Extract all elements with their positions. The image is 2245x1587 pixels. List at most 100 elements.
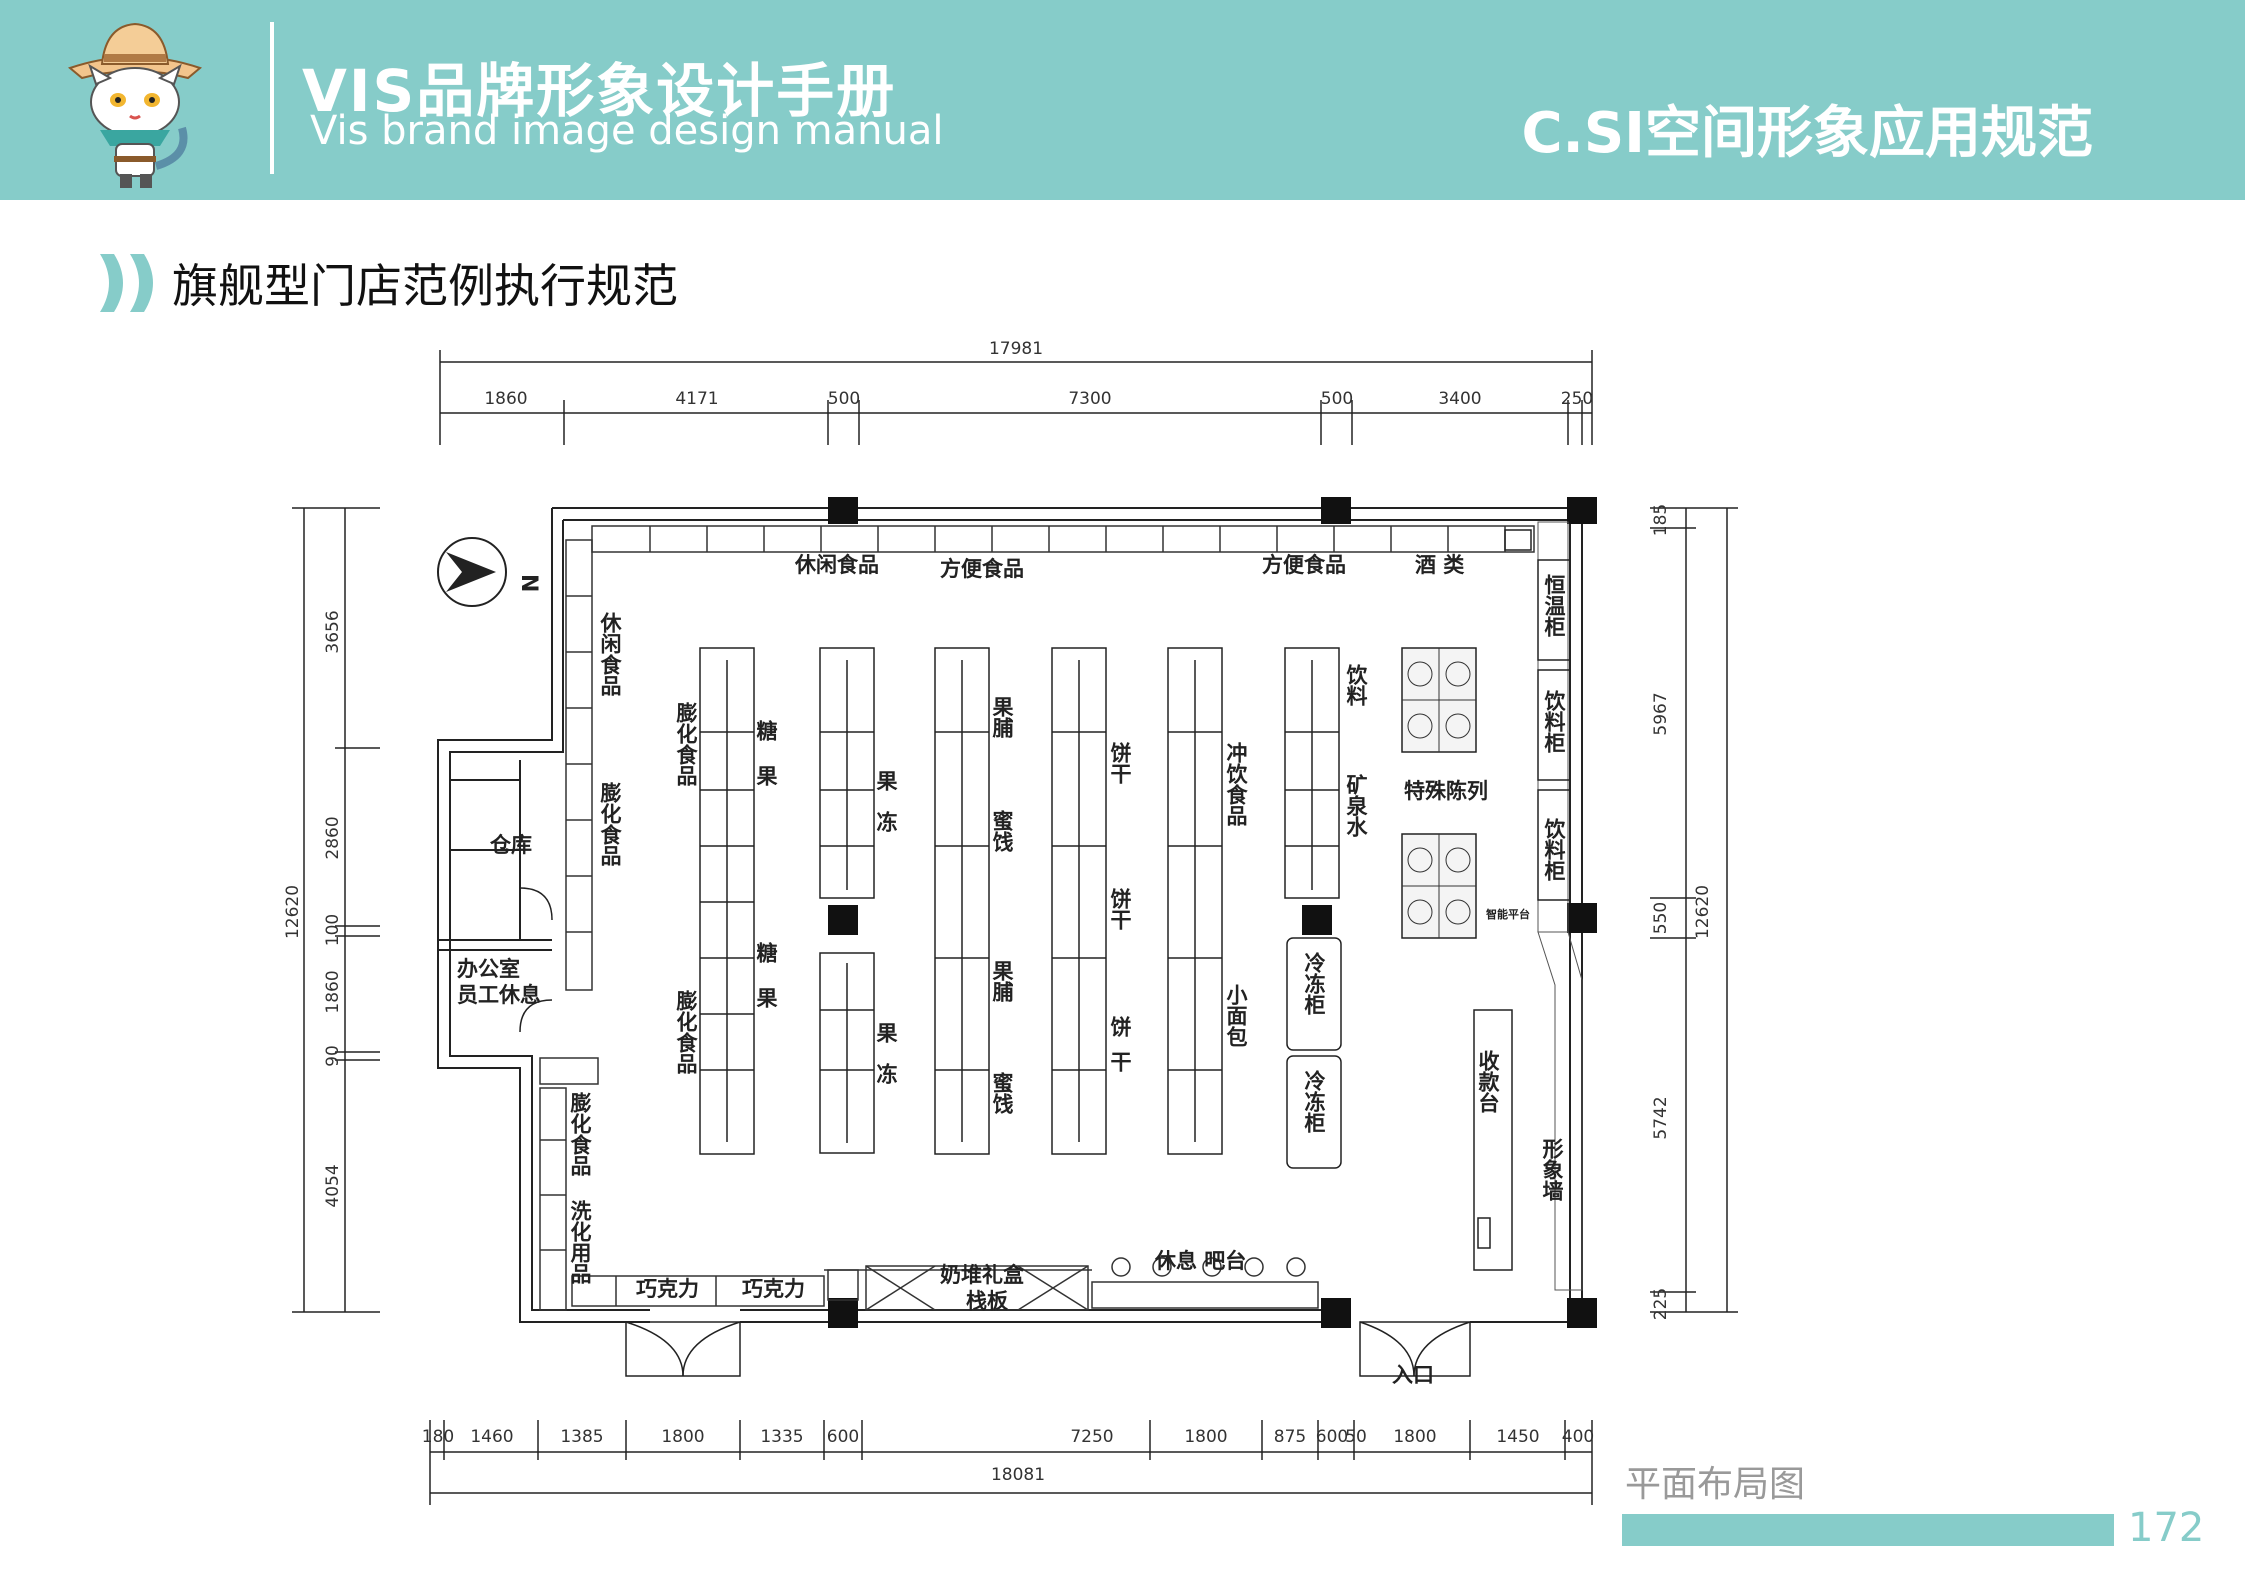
manual-subtitle: Vis brand image design manual <box>310 108 944 154</box>
label-smart-counter: 智能平台 <box>1486 907 1530 921</box>
label-mineral-water: 矿泉水 <box>1344 773 1368 838</box>
dim-bottom-14: 400 <box>1562 1427 1594 1447</box>
figure-caption: 平面布局图 <box>1625 1464 1806 1505</box>
label-candy-1: 糖果 <box>754 719 778 810</box>
dim-right-total: 12620 <box>1693 885 1713 939</box>
label-dried-fruit-1: 果脯 <box>990 696 1014 739</box>
label-washing: 洗化用品 <box>568 1200 592 1285</box>
dim-top-2: 4171 <box>675 389 718 409</box>
label-special-display: 特殊陈列 <box>1404 779 1488 803</box>
bottom-dimensions <box>429 1420 1593 1505</box>
label-warehouse: 仓库 <box>489 833 532 857</box>
dim-left-4: 1860 <box>323 970 343 1013</box>
cat-mascot-logo <box>67 22 203 188</box>
dim-bottom-11: 50 <box>1345 1427 1367 1447</box>
dim-left-5: 90 <box>323 1045 343 1067</box>
left-dimensions <box>292 507 380 1313</box>
label-biscuit-2: 饼干 <box>1108 887 1132 930</box>
dim-right-2: 5967 <box>1651 692 1671 735</box>
label-drink-cabinet-2: 饮料柜 <box>1542 817 1567 881</box>
header-band <box>0 0 2245 200</box>
dim-bottom-2: 1460 <box>470 1427 513 1447</box>
dim-bottom-total: 18081 <box>991 1465 1045 1485</box>
bottom-wall-shelves <box>571 1265 1319 1311</box>
label-brand-wall: 形象墙 <box>1540 1138 1564 1201</box>
dim-bottom-7: 7250 <box>1070 1427 1113 1447</box>
header-divider <box>270 22 274 174</box>
label-bread: 小面包 <box>1224 984 1248 1047</box>
label-jelly-1: 果冻 <box>874 770 898 852</box>
label-staff-rest: 员工休息 <box>457 983 541 1007</box>
dim-top-5: 500 <box>1321 389 1353 409</box>
label-convenience-2: 方便食品 <box>1262 553 1346 577</box>
section-title: C.SI空间形象应用规范 <box>1521 101 2093 166</box>
label-chocolate-2: 巧克力 <box>742 1277 805 1301</box>
north-label: N <box>516 574 541 592</box>
label-puffed-aisle1-bottom: 膨化食品 <box>674 990 698 1075</box>
cashier-counter <box>1473 1009 1513 1271</box>
label-liquor: 酒 类 <box>1415 553 1465 577</box>
label-instant-drink: 冲饮食品 <box>1224 742 1249 827</box>
dim-bottom-9: 875 <box>1274 1427 1306 1447</box>
structural-columns <box>828 497 1597 1328</box>
manual-title: VIS品牌形象设计手册 <box>302 57 897 125</box>
dim-right-4: 5742 <box>1651 1096 1671 1139</box>
label-freezer-1: 冷冻柜 <box>1302 951 1326 1015</box>
label-cashier: 收款台 <box>1476 1049 1500 1114</box>
label-convenience-1: 方便食品 <box>940 557 1024 581</box>
left-wall-shelves <box>539 539 599 1311</box>
label-office: 办公室 <box>457 957 520 981</box>
label-entrance: 入口 <box>1392 1363 1434 1387</box>
dim-left-6: 4054 <box>323 1164 343 1207</box>
label-candied-2: 蜜饯 <box>990 1071 1014 1115</box>
label-jelly-2: 果冻 <box>874 1022 898 1104</box>
dim-top-3: 500 <box>828 389 860 409</box>
label-milk-gift: 奶堆礼盒 <box>940 1263 1025 1287</box>
dim-bottom-5: 1335 <box>760 1427 803 1447</box>
aisle-gondolas <box>699 647 1340 1155</box>
right-dimensions <box>1650 507 1738 1313</box>
dim-left-1: 3656 <box>323 610 343 653</box>
right-cabinets <box>1504 529 1571 901</box>
label-snack-left: 休闲食品 <box>598 612 623 697</box>
label-candy-2: 糖果 <box>754 941 778 1032</box>
label-biscuit-1: 饼干 <box>1108 741 1132 784</box>
doors <box>519 887 1471 1377</box>
dim-left-total: 12620 <box>283 885 303 939</box>
label-snack-top: 休闲食品 <box>794 553 879 577</box>
dim-bottom-10: 600 <box>1316 1427 1348 1447</box>
dim-top-6: 3400 <box>1438 389 1481 409</box>
dim-bottom-12: 1800 <box>1393 1427 1436 1447</box>
label-puffed-aisle1-top: 膨化食品 <box>674 702 698 787</box>
dim-bottom-8: 1800 <box>1184 1427 1227 1447</box>
label-dried-fruit-2: 果脯 <box>990 960 1014 1003</box>
dim-top-4: 7300 <box>1068 389 1111 409</box>
label-thermo-cabinet: 恒温柜 <box>1542 573 1566 637</box>
label-puffed-bottom: 膨化食品 <box>568 1092 592 1177</box>
dim-bottom-6: 600 <box>827 1427 859 1447</box>
label-freezer-2: 冷冻柜 <box>1302 1069 1326 1133</box>
label-beverage: 饮料 <box>1344 663 1369 707</box>
dim-top-total: 17981 <box>989 339 1043 359</box>
page-number: 172 <box>2128 1505 2205 1551</box>
bar-stools <box>1111 1257 1306 1277</box>
dim-right-3: 550 <box>1651 902 1671 934</box>
dim-left-3: 100 <box>323 914 343 946</box>
dim-right-1: 185 <box>1651 504 1671 536</box>
label-puffed-left: 膨化食品 <box>598 782 622 867</box>
dim-bottom-1: 180 <box>422 1427 454 1447</box>
freezers <box>1286 937 1342 1169</box>
dim-left-2: 2860 <box>323 816 343 859</box>
label-pallet: 栈板 <box>966 1289 1009 1313</box>
dim-top-1: 1860 <box>484 389 527 409</box>
double-chevron-icon <box>100 254 153 312</box>
north-arrow-icon <box>437 537 507 607</box>
page-number-bar <box>1622 1514 2114 1546</box>
top-dimensions <box>439 350 1593 445</box>
plan-labels: 休闲食品 方便食品 方便食品 酒 类 休闲食品 膨化食品 仓库 办公室 员工休息… <box>457 553 1567 1387</box>
label-bar: 休息 吧台 <box>1154 1249 1246 1273</box>
dim-bottom-3: 1385 <box>560 1427 603 1447</box>
page-heading: 旗舰型门店范例执行规范 <box>172 259 678 313</box>
dim-bottom-13: 1450 <box>1496 1427 1539 1447</box>
